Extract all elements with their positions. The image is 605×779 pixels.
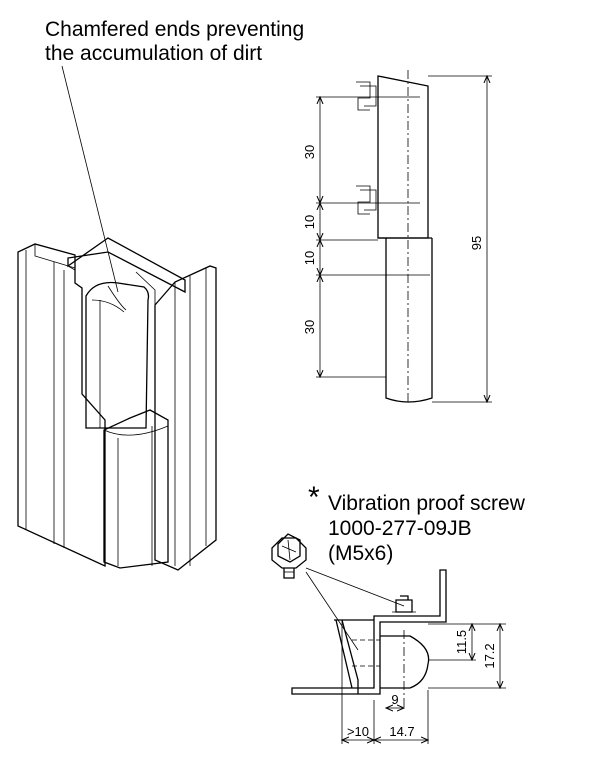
dim-14-7: 14.7: [389, 724, 414, 739]
callout-line-1: Chamfered ends preventing: [45, 18, 305, 41]
dim-30-top: 30: [302, 145, 317, 159]
section-view: 11.5 17.2 9 >10 14.7: [291, 569, 506, 744]
dim-10-top: 10: [302, 215, 317, 229]
side-view: 30 10 10 30 95: [302, 70, 492, 404]
callout-line-2: the accumulation of dirt: [45, 42, 263, 65]
dim-17-2: 17.2: [482, 643, 497, 668]
callout-leader: [61, 65, 119, 293]
dim-9: 9: [391, 692, 398, 707]
screw-note-line-2: 1000-277-09JB: [328, 517, 472, 540]
dim-95-overall: 95: [469, 236, 484, 250]
dim-30-bottom: 30: [302, 320, 317, 334]
screw-note-line-1: Vibration proof screw: [328, 492, 525, 515]
dim-10: >10: [347, 724, 369, 739]
vibration-proof-screw-icon: [271, 533, 307, 579]
dim-11-5: 11.5: [454, 630, 469, 654]
screw-note-line-3: (M5x6): [328, 542, 394, 565]
dim-10-mid: 10: [302, 251, 317, 265]
screw-asterisk: *: [308, 481, 320, 514]
hinge-isometric-view: [17, 237, 217, 571]
